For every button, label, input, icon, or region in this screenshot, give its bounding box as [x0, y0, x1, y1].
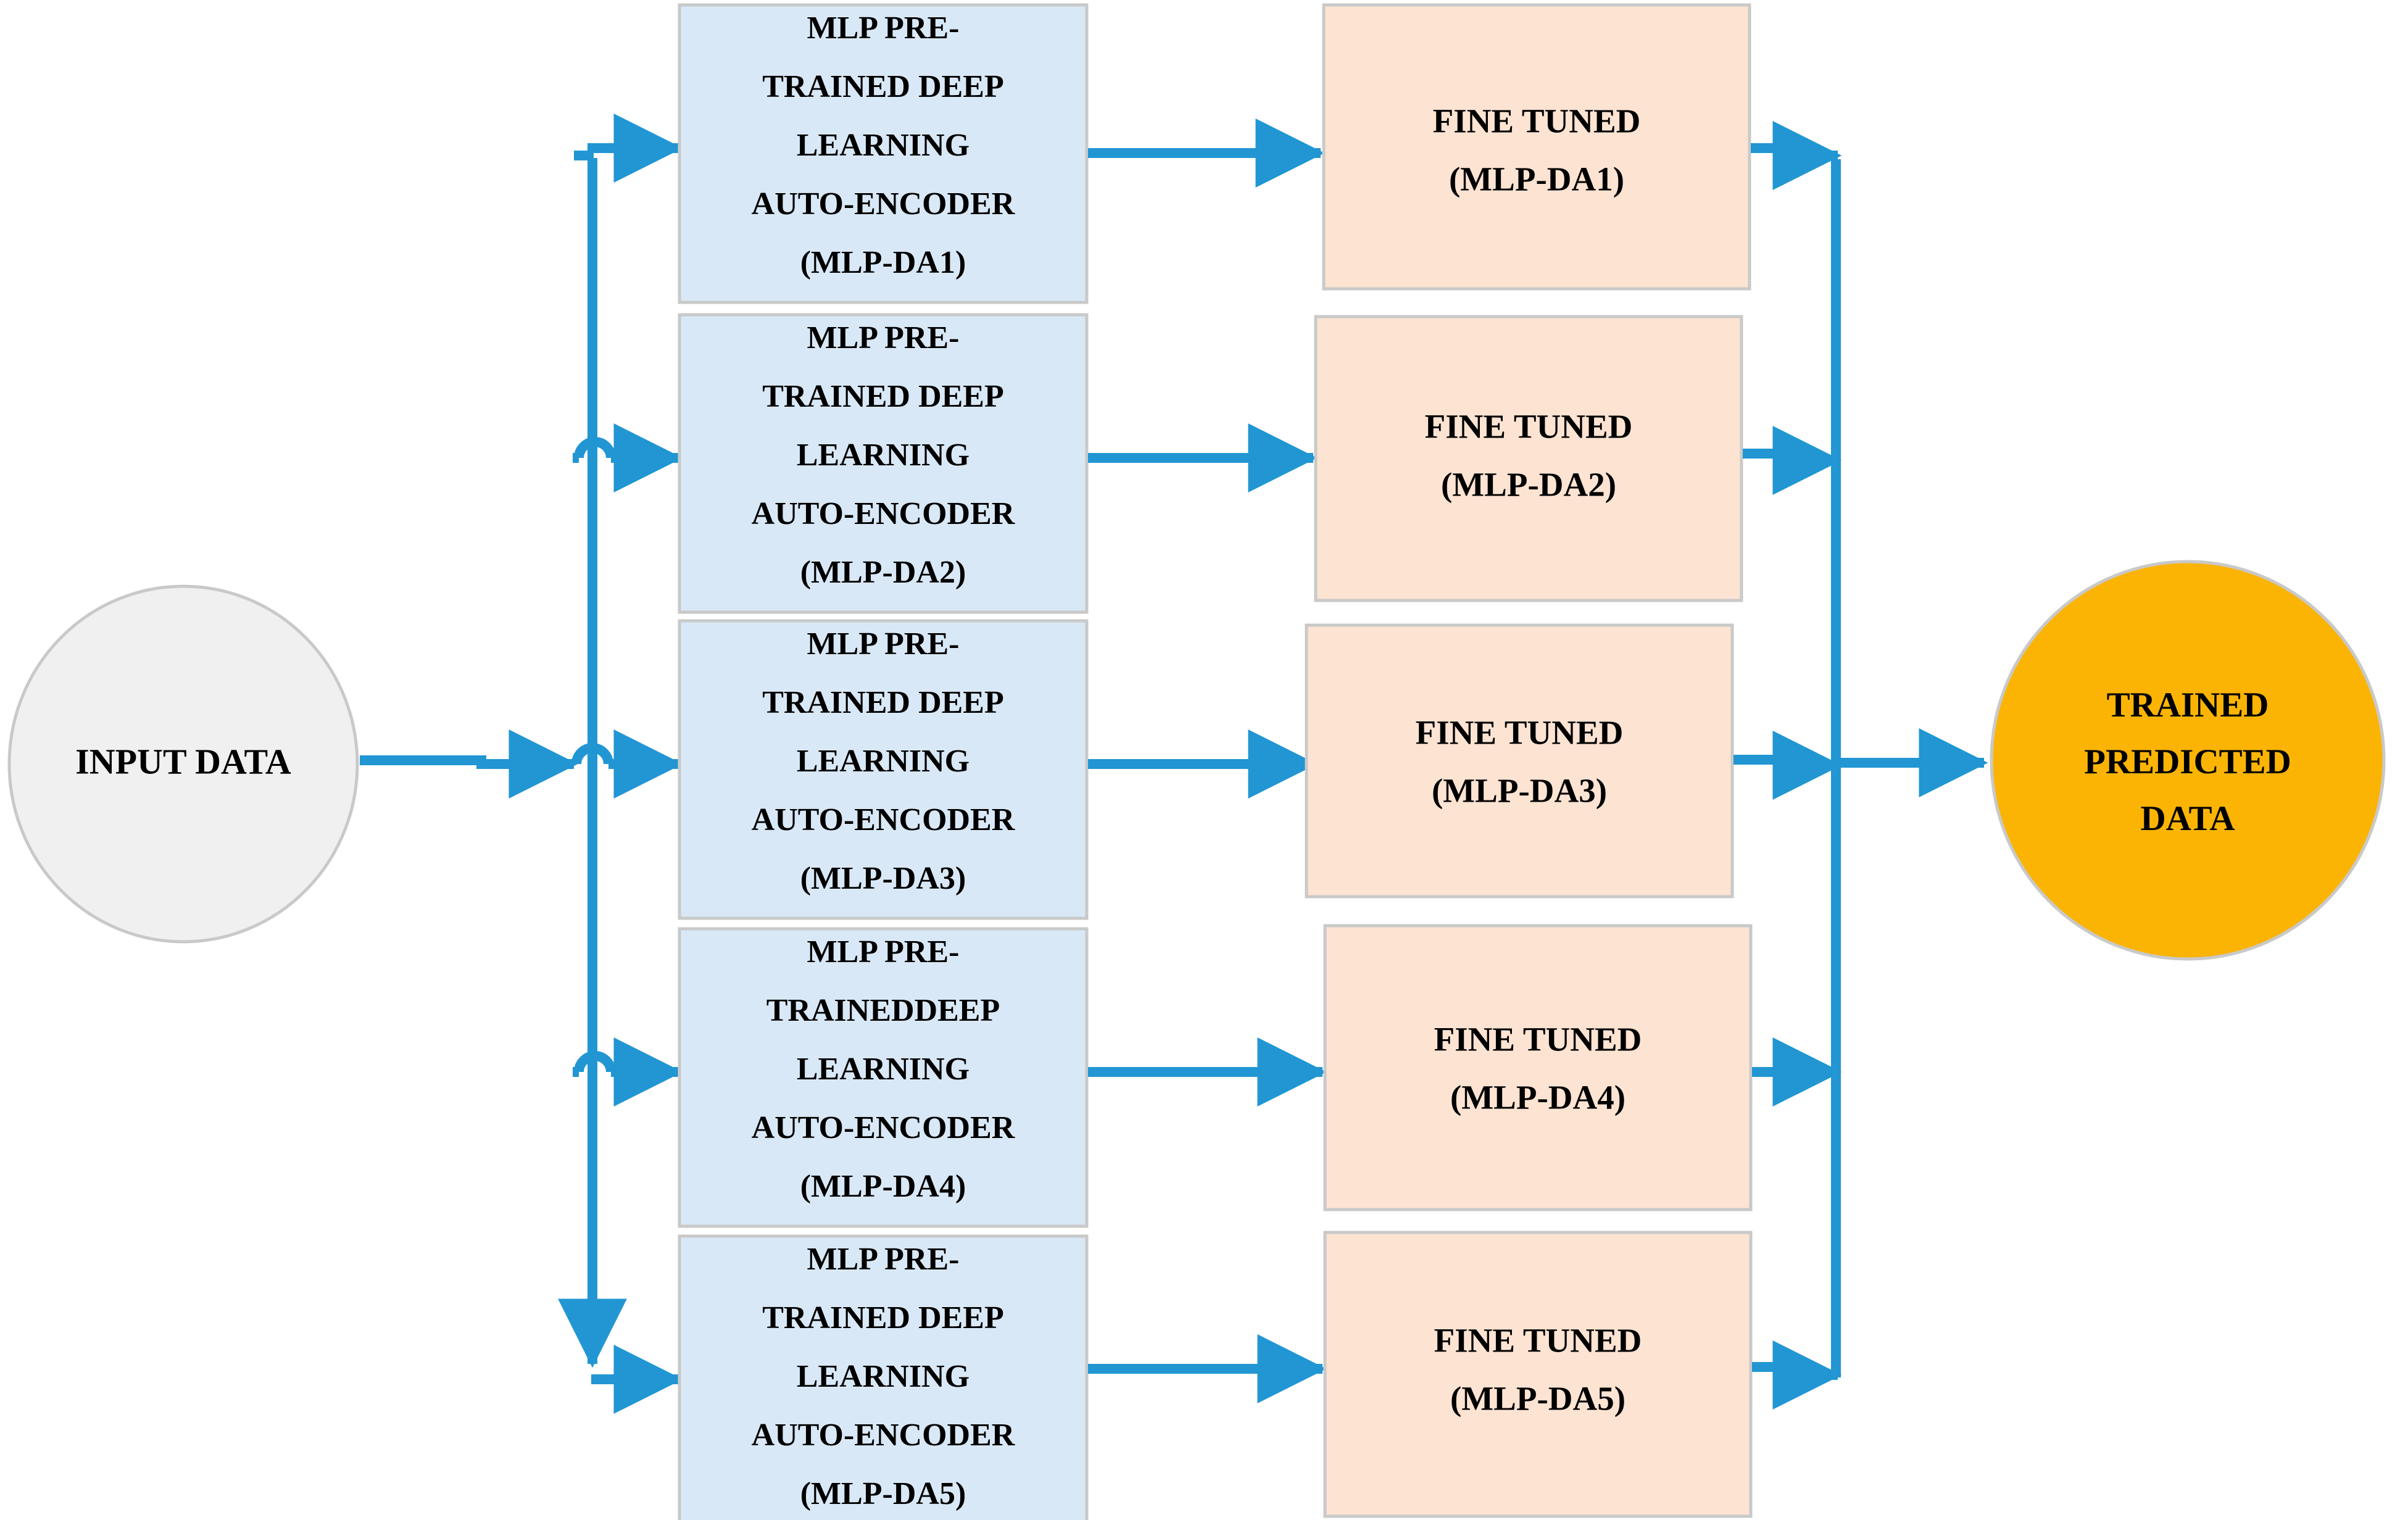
stage-box-5-line-2: TRAINED DEEP	[762, 1300, 1004, 1335]
stage-box-4-line-5: (MLP-DA4)	[800, 1169, 966, 1204]
stage-box-3-line-4: AUTO-ENCODER	[752, 802, 1016, 837]
branch-4-hop	[574, 1051, 616, 1073]
output-data-circle	[1990, 560, 2386, 961]
tuned-box-3[interactable]: FINE TUNED (MLP-DA3)	[1305, 623, 1734, 899]
stage-box-3-rect	[678, 619, 1089, 920]
input-data-circle	[7, 584, 359, 944]
stage-box-2-line-1: MLP PRE-	[807, 320, 960, 355]
stage-box-3-line-5: (MLP-DA3)	[800, 861, 966, 896]
tuned-to-merge-line-2	[1743, 426, 1842, 495]
stage-box-1-line-5: (MLP-DA1)	[800, 245, 966, 280]
tuned-box-3-line-1: FINE TUNED	[1416, 714, 1624, 752]
stage-box-1[interactable]: MLP PRE- TRAINED DEEP LEARNING AUTO-ENCO…	[678, 3, 1089, 304]
tuned-box-2-line-2: (MLP-DA2)	[1441, 466, 1616, 504]
tuned-to-merge-2	[1743, 426, 1842, 495]
tuned-box-3-line-2: (MLP-DA3)	[1432, 772, 1607, 810]
input-to-bus-line	[360, 729, 578, 799]
stage-box-1-line-2: TRAINED DEEP	[762, 69, 1004, 104]
stage-box-1-line-1: MLP PRE-	[807, 10, 960, 46]
tuned-box-1-line-2: (MLP-DA1)	[1449, 160, 1624, 198]
stage-box-4-rect	[678, 927, 1089, 1228]
tuned-box-3-rect	[1305, 623, 1734, 899]
tuned-box-2-rect	[1314, 315, 1743, 602]
tuned-box-2-line-1: FINE TUNED	[1425, 408, 1633, 446]
tuned-box-4-line-2: (MLP-DA4)	[1450, 1079, 1625, 1116]
stage-box-3-line-1: MLP PRE-	[807, 626, 960, 662]
stage-box-2-rect	[678, 313, 1089, 614]
output-data-label-line-2: PREDICTED	[2084, 742, 2291, 781]
stage-box-3-line-2: TRAINED DEEP	[762, 685, 1004, 720]
output-data-label-line-1: TRAINED	[2107, 686, 2269, 725]
tuned-box-2[interactable]: FINE TUNED (MLP-DA2)	[1314, 315, 1743, 602]
tuned-box-1-line-1: FINE TUNED	[1433, 102, 1641, 140]
tuned-box-4-line-1: FINE TUNED	[1434, 1021, 1642, 1058]
stage-box-5-line-3: LEARNING	[797, 1359, 969, 1394]
tuned-box-5-line-2: (MLP-DA5)	[1450, 1380, 1625, 1418]
tuned-box-5[interactable]: FINE TUNED (MLP-DA5)	[1323, 1231, 1753, 1518]
tuned-box-5-line-1: FINE TUNED	[1434, 1322, 1642, 1360]
tuned-box-1[interactable]: FINE TUNED (MLP-DA1)	[1322, 3, 1751, 291]
stage-box-1-rect	[678, 3, 1089, 304]
stage-box-2[interactable]: MLP PRE- TRAINED DEEP LEARNING AUTO-ENCO…	[678, 313, 1089, 614]
input-data-node[interactable]: INPUT DATA	[7, 584, 359, 944]
branch-to-stage-2	[573, 423, 683, 492]
stage-box-3-line-3: LEARNING	[797, 744, 969, 779]
tuned-box-4-rect	[1323, 924, 1753, 1211]
stage-box-4-line-1: MLP PRE-	[807, 934, 960, 970]
stage-box-1-line-4: AUTO-ENCODER	[752, 186, 1016, 222]
stage-box-5-line-5: (MLP-DA5)	[800, 1476, 966, 1511]
tuned-to-merge-1	[1751, 121, 1842, 190]
stage-box-2-line-2: TRAINED DEEP	[762, 379, 1004, 414]
stage-box-4-line-4: AUTO-ENCODER	[752, 1110, 1016, 1145]
branch-to-stage-3	[571, 729, 683, 799]
stage-box-4-line-2: TRAINEDDEEP	[766, 993, 1000, 1028]
tuned-box-5-rect	[1323, 1231, 1753, 1518]
stage-box-3[interactable]: MLP PRE- TRAINED DEEP LEARNING AUTO-ENCO…	[678, 619, 1089, 920]
branch-2-hop	[574, 437, 616, 459]
tuned-box-1-rect	[1322, 3, 1751, 291]
branch-3-hop	[571, 743, 613, 765]
stage-box-5-line-4: AUTO-ENCODER	[752, 1418, 1016, 1453]
output-data-label-line-3: DATA	[2140, 799, 2235, 838]
stage-box-2-line-3: LEARNING	[797, 438, 969, 473]
tuned-to-merge-line-1	[1751, 121, 1842, 190]
tuned-to-merge-5	[1752, 1340, 1842, 1410]
left-distribution-bus	[558, 151, 627, 1368]
stage-box-1-line-3: LEARNING	[797, 128, 969, 163]
tuned-to-merge-line-3	[1733, 731, 1842, 800]
stage-box-2-line-4: AUTO-ENCODER	[752, 496, 1016, 531]
stage-box-2-line-5: (MLP-DA2)	[800, 555, 966, 590]
stage-box-4-line-3: LEARNING	[797, 1052, 969, 1087]
tuned-to-merge-line-5	[1752, 1340, 1842, 1410]
stage-box-5-rect	[678, 1234, 1089, 1520]
input-data-label: INPUT DATA	[75, 741, 291, 781]
tuned-box-4[interactable]: FINE TUNED (MLP-DA4)	[1323, 924, 1753, 1211]
branch-to-stage-4	[573, 1037, 683, 1107]
stage-box-4[interactable]: MLP PRE- TRAINEDDEEP LEARNING AUTO-ENCOD…	[678, 927, 1089, 1228]
input-to-bus-connector	[360, 729, 578, 799]
stage-box-5[interactable]: MLP PRE- TRAINED DEEP LEARNING AUTO-ENCO…	[678, 1234, 1089, 1520]
trained-predicted-data-node[interactable]: TRAINED PREDICTED DATA	[1990, 560, 2386, 961]
stage-box-5-line-1: MLP PRE-	[807, 1242, 960, 1277]
tuned-to-merge-3	[1733, 731, 1842, 800]
